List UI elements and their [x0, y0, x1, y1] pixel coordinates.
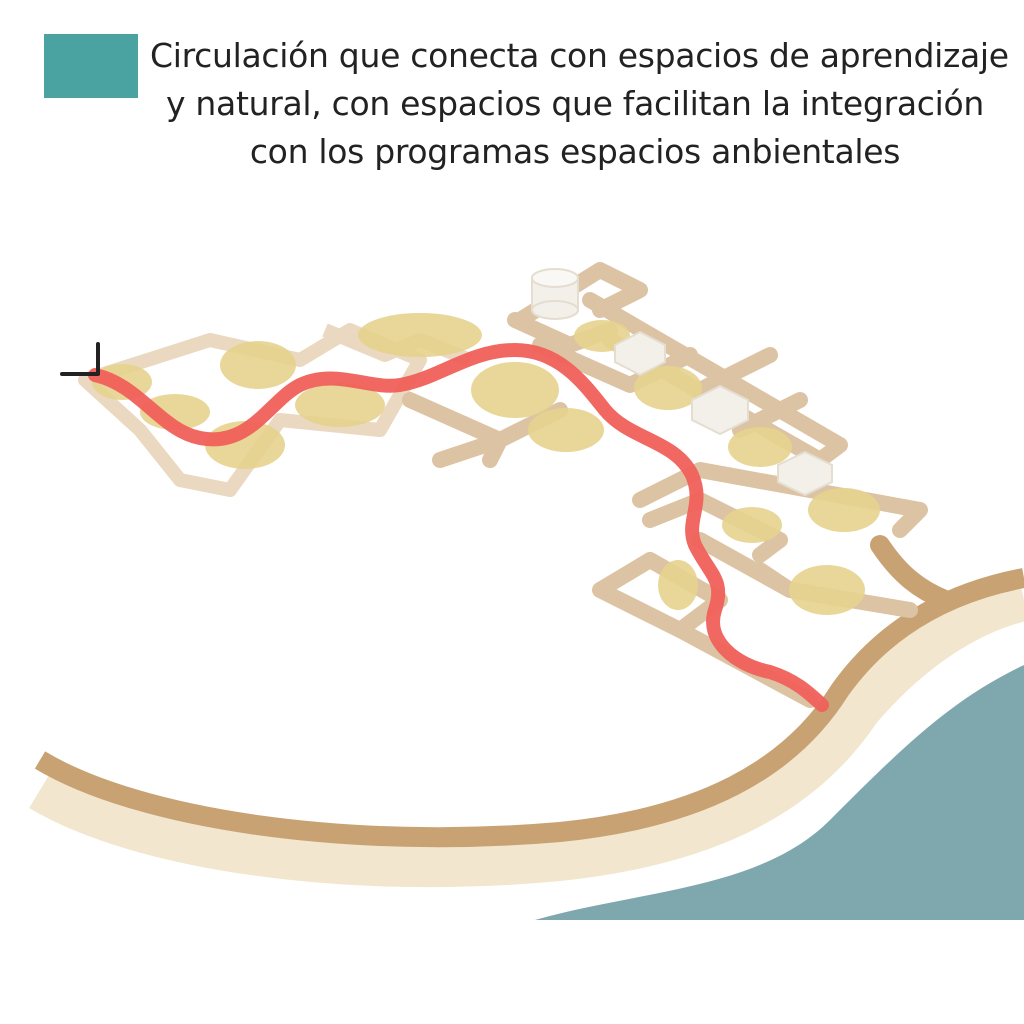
cylinder-volume [531, 268, 579, 320]
site-path-light [29, 579, 1024, 888]
legend-line-1: Circulación que conecta con espacios de … [150, 36, 1009, 75]
block-volume-2 [691, 384, 749, 436]
building-volumes [531, 268, 833, 497]
site-path-main [34, 568, 1024, 848]
block-volume-1 [614, 330, 666, 377]
circulation-path [88, 342, 829, 712]
legend-swatch [44, 34, 138, 98]
site-path-branch [870, 535, 955, 610]
block-volume-3 [777, 450, 833, 497]
path-start-marker [60, 342, 100, 376]
water-body [535, 665, 1024, 920]
building-east-wing [402, 262, 928, 708]
legend-line-3: con los programas espacios anbientales [249, 132, 901, 171]
legend-caption: Circulación que conecta con espacios de … [150, 32, 1009, 176]
legend-line-2: y natural, con espacios que facilitan la… [165, 84, 984, 123]
